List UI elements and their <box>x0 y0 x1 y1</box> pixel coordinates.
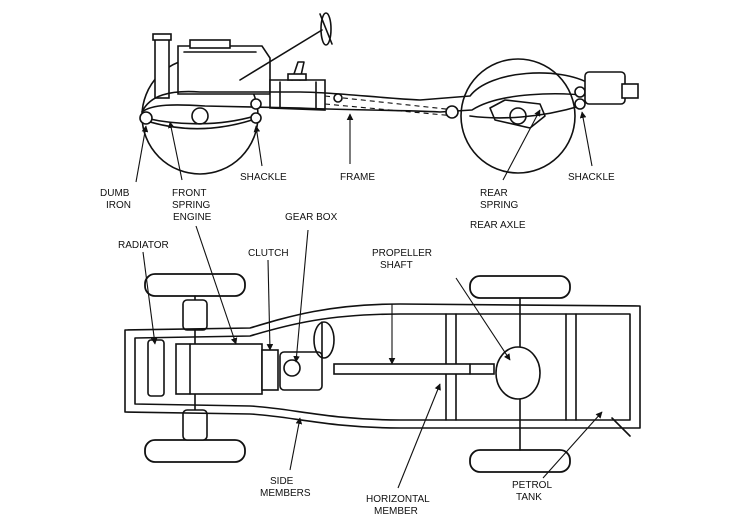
label-rear-axle: REAR AXLE <box>470 220 526 231</box>
gearbox-top <box>279 321 335 391</box>
top-view <box>124 273 641 473</box>
front-axle-top <box>182 295 208 441</box>
label-horizontal-member-1: HORIZONTAL <box>366 494 430 505</box>
propeller-shaft-top <box>333 363 495 375</box>
engine-side <box>177 39 271 95</box>
frame-side <box>141 72 591 119</box>
label-propeller-shaft-2: SHAFT <box>380 260 413 271</box>
petrol-tank-filler-top <box>611 417 631 437</box>
label-petrol-tank-1: PETROL <box>512 480 552 491</box>
label-side-members-2: MEMBERS <box>260 488 311 499</box>
top-view-labels: ENGINE GEAR BOX REAR AXLE RADIATOR CLUTC… <box>118 212 552 517</box>
rear-spring-side <box>469 71 639 119</box>
radiator-top <box>147 339 165 397</box>
label-shackle-front: SHACKLE <box>240 172 287 183</box>
front-right-wheel-top <box>144 439 246 463</box>
rear-right-wheel-top <box>469 449 571 473</box>
top-view-leaders <box>142 225 603 489</box>
label-gear-box: GEAR BOX <box>285 212 338 223</box>
label-radiator: RADIATOR <box>118 240 169 251</box>
label-frame: FRAME <box>340 172 375 183</box>
label-side-members-1: SIDE <box>270 476 294 487</box>
label-petrol-tank-2: TANK <box>516 492 542 503</box>
front-left-wheel-top <box>144 273 246 297</box>
side-view <box>139 12 639 175</box>
label-clutch: CLUTCH <box>248 248 289 259</box>
label-horizontal-member-2: MEMBER <box>374 506 418 517</box>
label-rear-spring-1: REAR <box>480 188 508 199</box>
side-view-leaders <box>135 109 593 183</box>
side-members-top <box>124 303 641 429</box>
label-front-spring-2: SPRING <box>172 200 211 211</box>
label-engine: ENGINE <box>173 212 212 223</box>
radiator-filler-side <box>152 33 172 99</box>
label-dumb-iron-1: DUMB <box>100 188 130 199</box>
steering-wheel-side <box>239 12 333 81</box>
label-front-spring-1: FRONT <box>172 188 206 199</box>
engine-top <box>175 343 279 395</box>
label-dumb-iron-2: IRON <box>106 200 131 211</box>
front-spring-side <box>139 98 262 130</box>
gearbox-side <box>269 61 326 111</box>
label-shackle-rear: SHACKLE <box>568 172 615 183</box>
rear-wheel-side <box>460 58 576 174</box>
label-propeller-shaft-1: PROPELLER <box>372 248 432 259</box>
side-view-labels: DUMB IRON FRONT SPRING SHACKLE FRAME REA… <box>100 172 615 211</box>
label-rear-spring-2: SPRING <box>480 200 519 211</box>
rear-left-wheel-top <box>469 275 571 299</box>
